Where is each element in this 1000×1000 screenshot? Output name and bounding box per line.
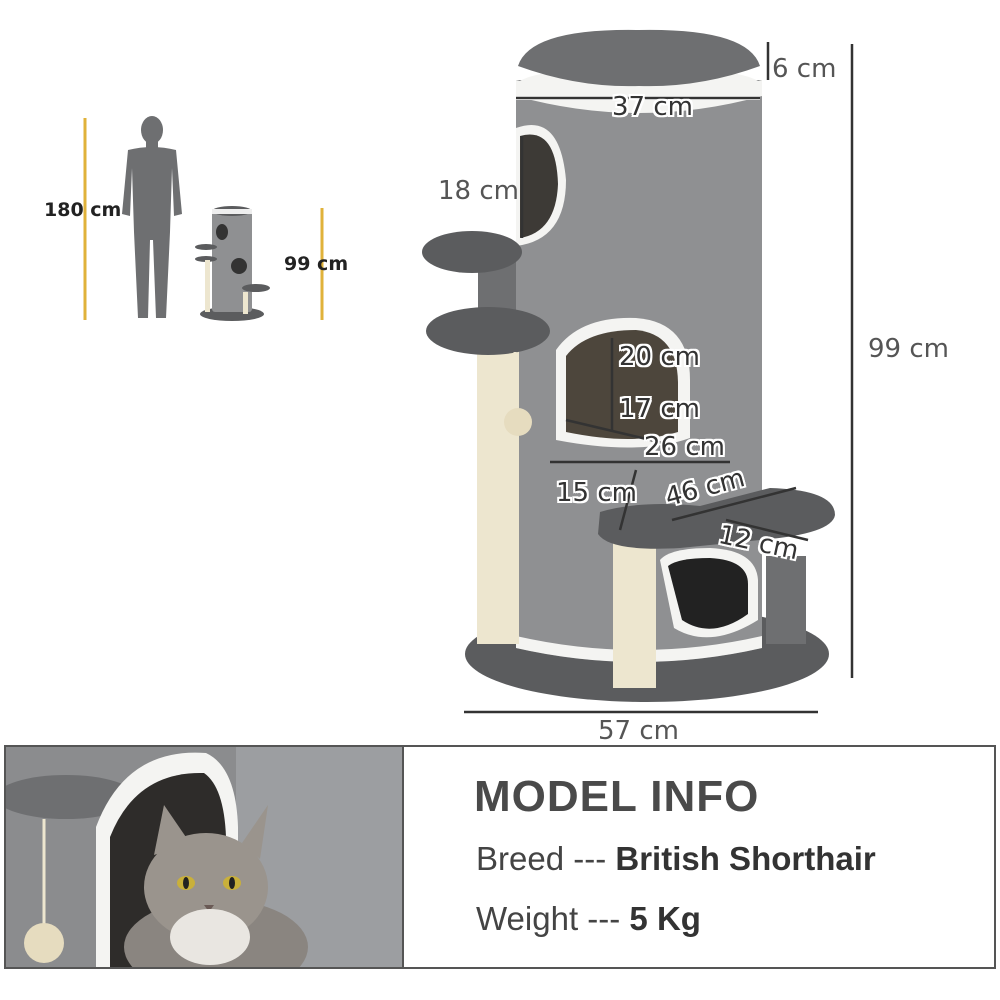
model-info-panel [4, 745, 996, 969]
lower-hole [668, 558, 748, 629]
middle-hole [566, 330, 678, 439]
breed-label: Breed --- [476, 840, 616, 877]
tree-height-label: 99 cm [284, 253, 349, 275]
cat-tree-illustration [422, 29, 854, 714]
top-bed [518, 29, 760, 87]
breed-value: British Shorthair [615, 840, 876, 877]
dim-middle-base: 26 cm [644, 432, 725, 462]
model-info-title: MODEL INFO [474, 772, 760, 821]
upper-hole [520, 134, 558, 238]
left-upper-platform [422, 231, 522, 273]
left-middle-platform [426, 307, 550, 355]
dim-upper-hole: 18 cm [438, 176, 519, 206]
cat-photo [6, 747, 402, 967]
step-platform [598, 488, 835, 549]
weight-value: 5 Kg [629, 900, 701, 937]
dim-base-width: 57 cm [598, 716, 679, 746]
dim-total-height: 99 cm [868, 334, 949, 364]
weight-line: Weight --- 5 Kg [476, 900, 701, 938]
top-rim-plush [516, 80, 762, 113]
panel-divider [402, 747, 404, 967]
breed-line: Breed --- British Shorthair [476, 840, 876, 878]
dim-small-platform: 15 cm [556, 478, 637, 508]
dim-middle-hole-width: 17 cm [619, 394, 700, 424]
dim-middle-hole-height: 20 cm [619, 342, 700, 372]
toy-ball [504, 408, 532, 436]
cat-icon [124, 805, 308, 967]
cat-photo-graphic [6, 747, 402, 967]
scale-figure-graphic [83, 116, 324, 321]
mini-cat-tree-icon [195, 206, 270, 321]
person-silhouette-icon [122, 116, 182, 318]
dim-top-rim: 6 cm [772, 54, 837, 84]
left-sisal-post [477, 330, 519, 644]
person-height-label: 180 cm [44, 199, 122, 221]
dim-top-diameter: 37 cm [612, 92, 693, 122]
front-sisal-post [613, 540, 656, 688]
weight-label: Weight --- [476, 900, 630, 937]
